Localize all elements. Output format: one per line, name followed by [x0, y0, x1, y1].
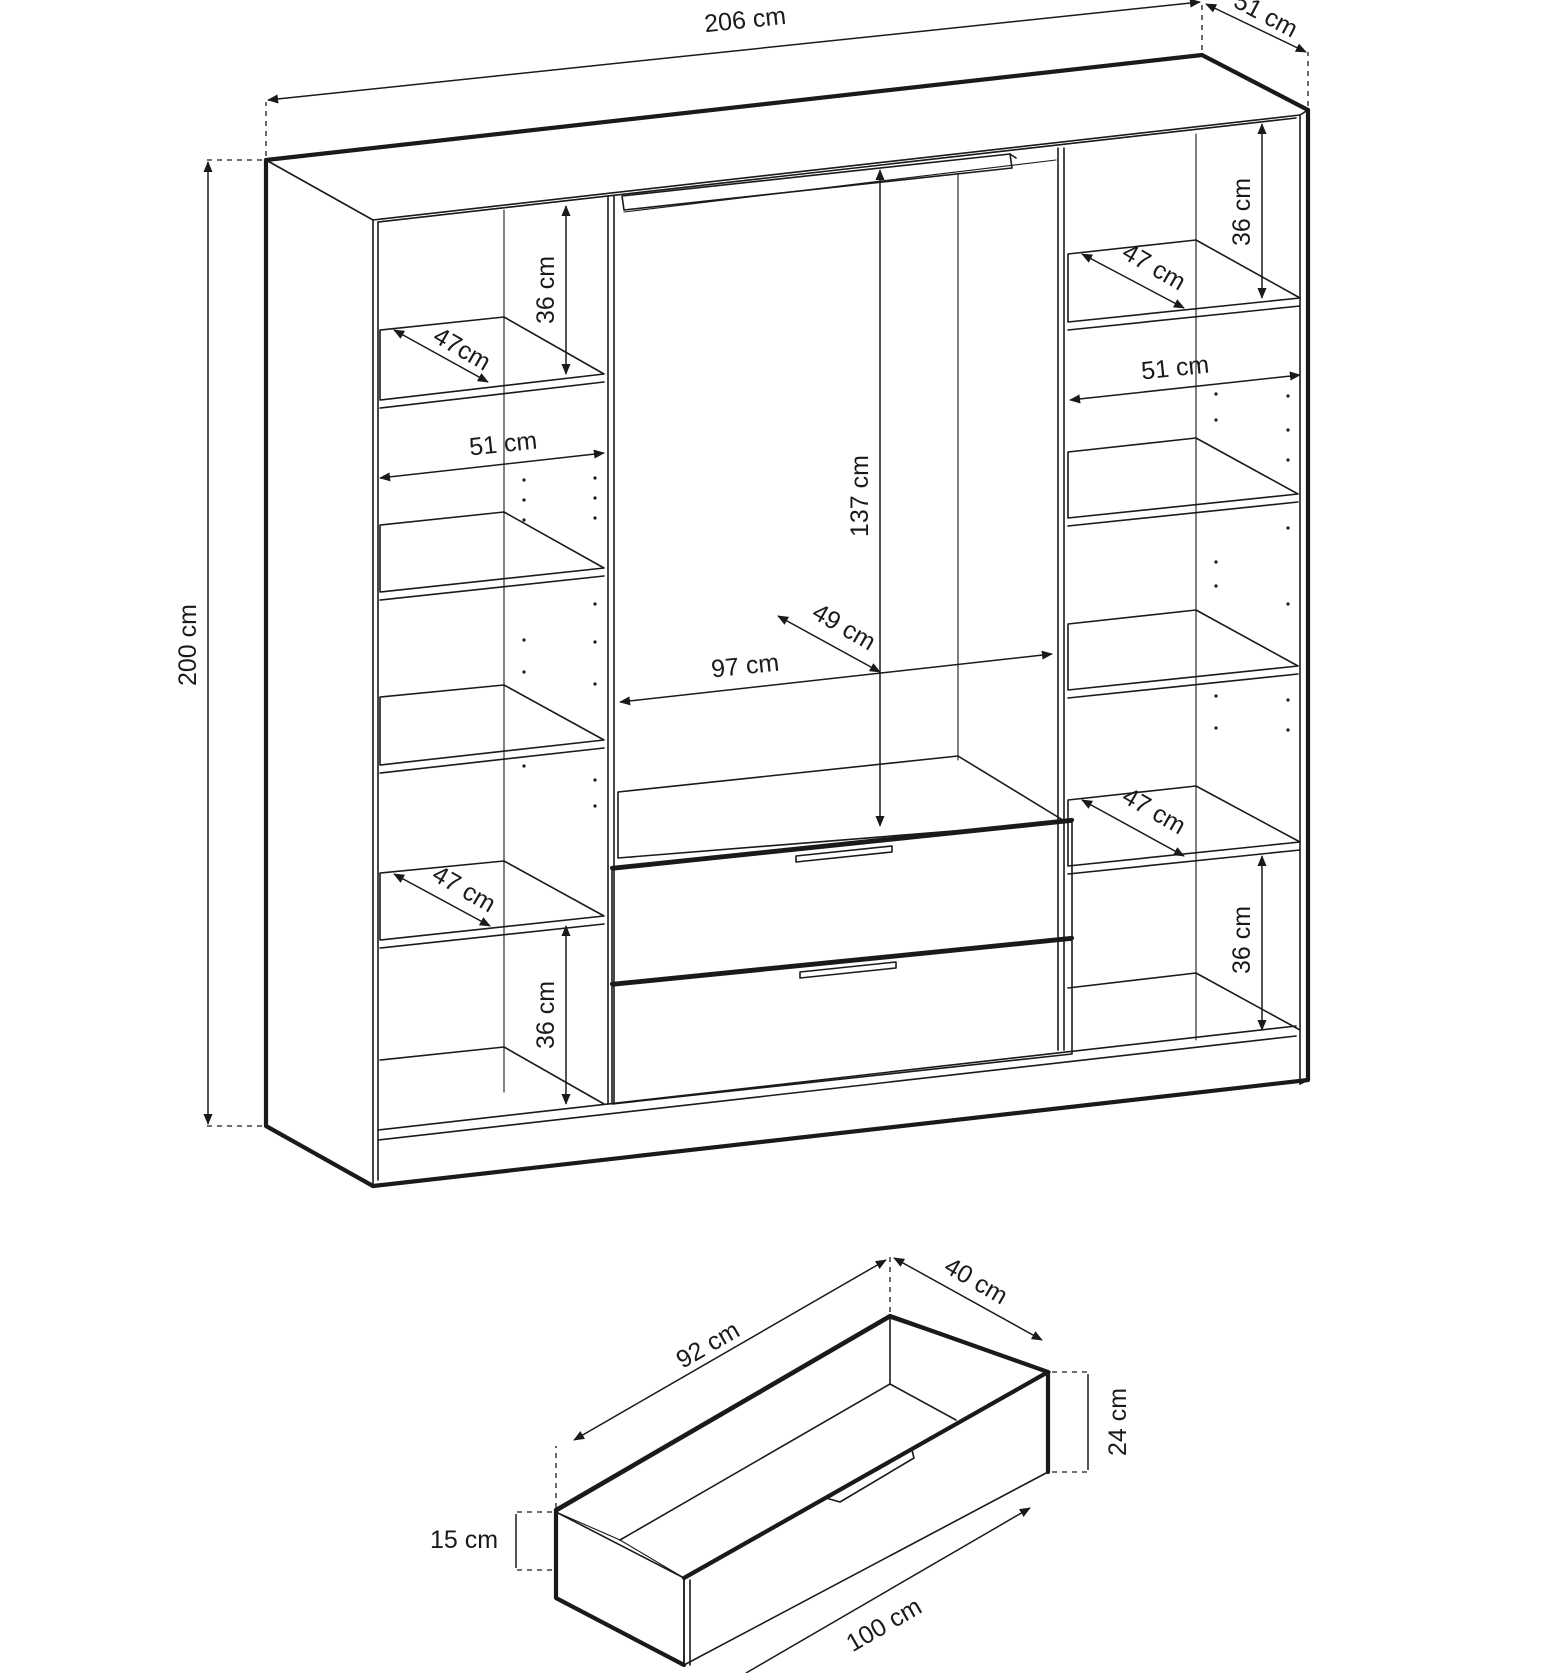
wardrobe-drawing: 206 cm 51 cm 200 cm 36 cm 47cm 51 cm 47 … — [174, 0, 1311, 1189]
right-top-shelf-depth-label: 47 cm — [1118, 238, 1191, 296]
center-section-dimensions: 137 cm 49 cm 97 cm — [619, 169, 1053, 827]
wardrobe-height-dimension: 200 cm — [174, 159, 262, 1127]
drawer-side-height-label: 15 cm — [430, 1526, 498, 1554]
right-width-label: 51 cm — [1140, 351, 1211, 386]
wardrobe-width-dimension: 206 cm — [265, 0, 1203, 156]
wardrobe-depth-dimension: 51 cm — [1205, 0, 1309, 106]
right-top-gap-label: 36 cm — [1228, 178, 1256, 246]
drawer-front-width-dimension: 100 cm — [745, 1507, 1031, 1673]
drawer-length-label: 92 cm — [672, 1316, 745, 1374]
left-bottom-gap-label: 36 cm — [532, 981, 560, 1049]
left-shelves — [379, 316, 605, 1105]
wardrobe-dividers — [503, 133, 1197, 1105]
drawer-front-width-label: 100 cm — [841, 1592, 926, 1657]
width-label: 206 cm — [703, 2, 787, 38]
center-section — [609, 153, 1075, 1105]
drawer-length-dimension: 92 cm — [555, 1256, 891, 1508]
center-depth-label: 49 cm — [808, 598, 881, 656]
left-bottom-shelf-depth-label: 47 cm — [428, 860, 501, 918]
left-top-gap-label: 36 cm — [532, 256, 560, 324]
height-label: 200 cm — [174, 604, 202, 686]
drawer-side-height-dimension: 15 cm — [430, 1511, 552, 1571]
wardrobe-carcass — [263, 52, 1311, 1189]
right-bottom-gap-label: 36 cm — [1228, 906, 1256, 974]
left-section-dimensions: 36 cm 47cm 51 cm 47 cm 36 cm — [379, 205, 605, 1105]
hanging-height-label: 137 cm — [846, 455, 874, 537]
center-width-label: 97 cm — [710, 649, 781, 684]
drawer-front-height-label: 24 cm — [1104, 1388, 1132, 1456]
drawer-drawing: 92 cm 40 cm 24 cm 15 cm 100 cm — [430, 1252, 1132, 1673]
drawer-front-height-dimension: 24 cm — [1052, 1371, 1132, 1473]
depth-label: 51 cm — [1229, 0, 1302, 43]
drawer-depth-label: 40 cm — [940, 1252, 1013, 1310]
right-section-dimensions: 36 cm 47 cm 51 cm 47 cm 36 cm — [1069, 123, 1301, 1031]
left-width-label: 51 cm — [468, 427, 539, 462]
